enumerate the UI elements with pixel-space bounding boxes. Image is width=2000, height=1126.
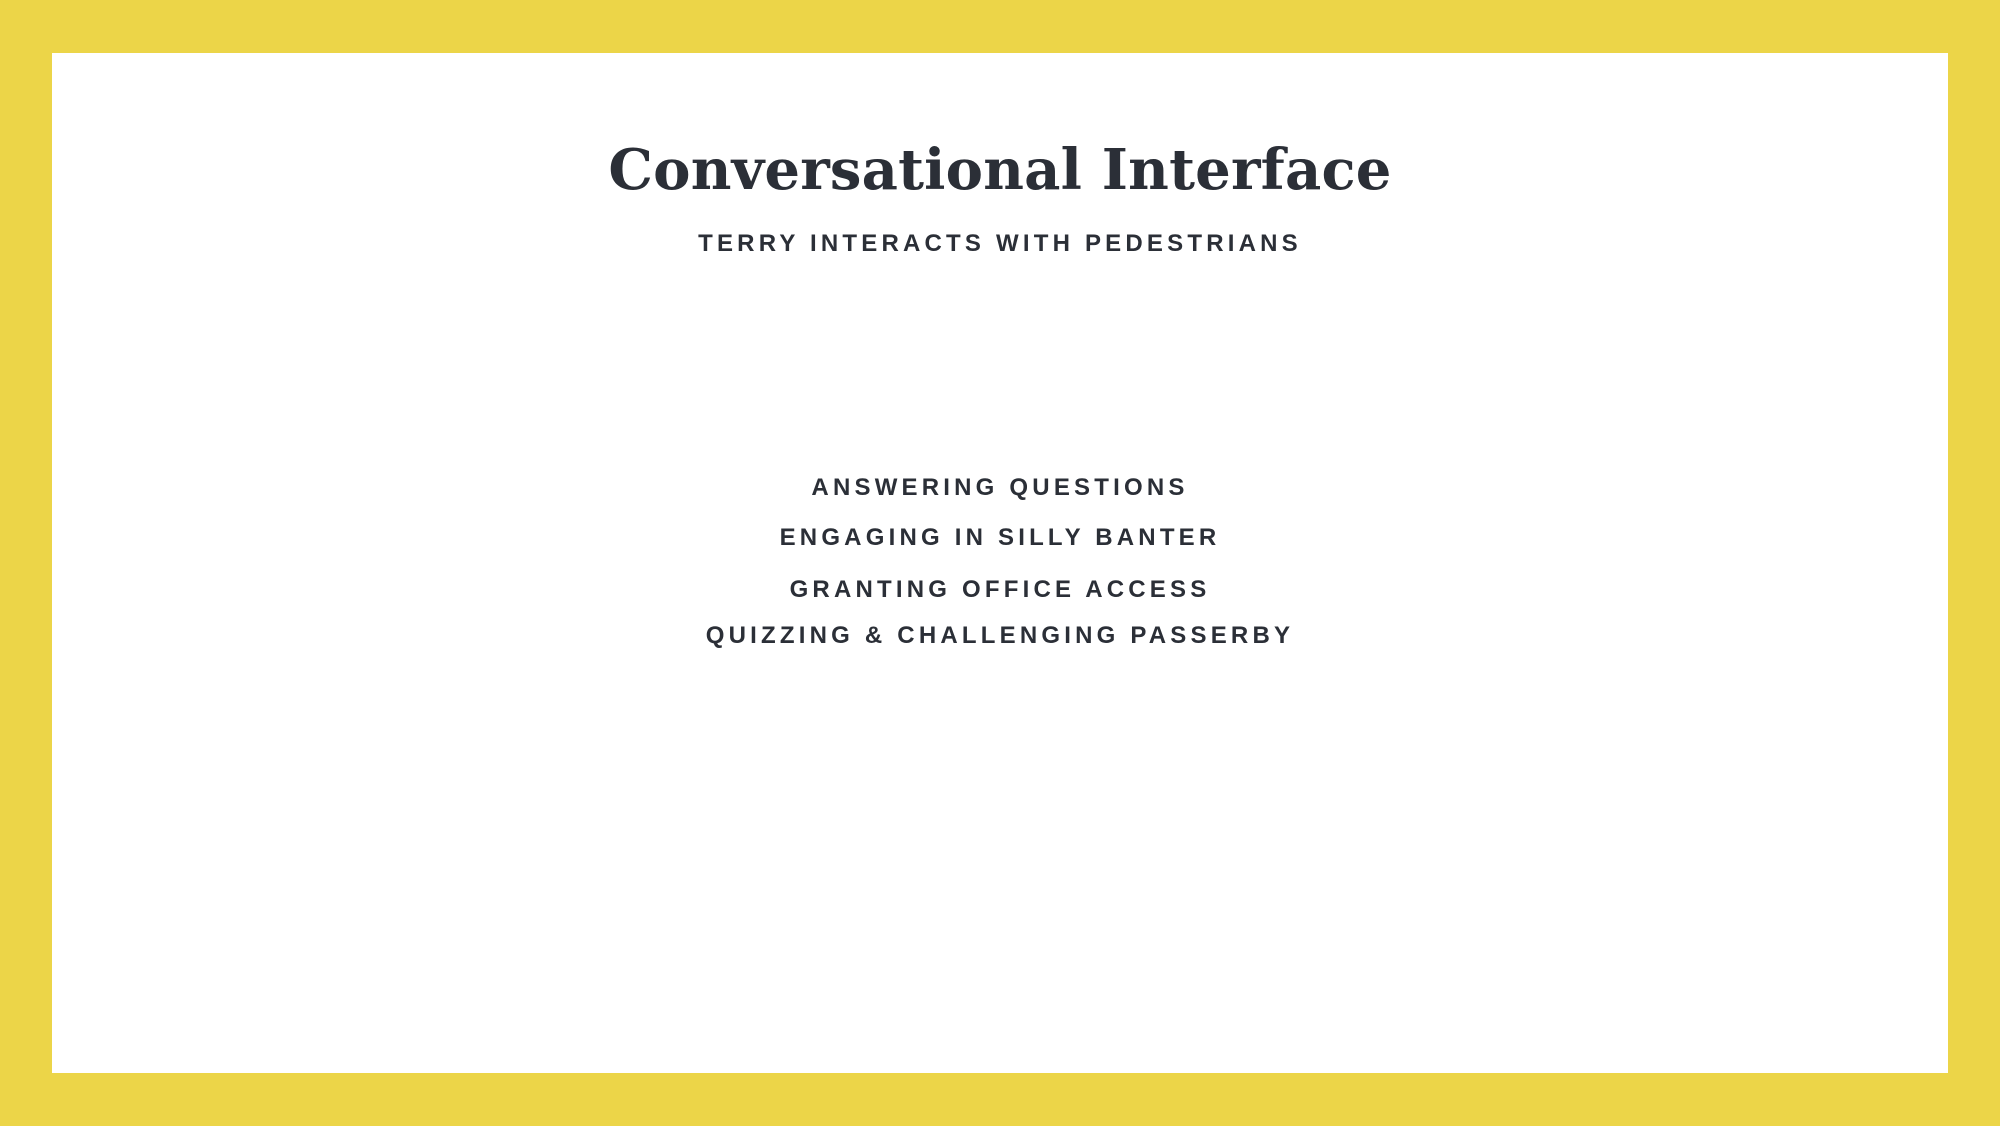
- slide-subtitle: TERRY INTERACTS WITH PEDESTRIANS: [698, 230, 1302, 257]
- slide-title: Conversational Interface: [608, 137, 1392, 203]
- list-item-silly-banter: ENGAGING IN SILLY BANTER: [779, 524, 1221, 551]
- list-item-answering-questions: ANSWERING QUESTIONS: [811, 474, 1189, 501]
- list-item-office-access: GRANTING OFFICE ACCESS: [789, 576, 1211, 603]
- list-item-quizzing-passerby: QUIZZING & CHALLENGING PASSERBY: [705, 622, 1295, 649]
